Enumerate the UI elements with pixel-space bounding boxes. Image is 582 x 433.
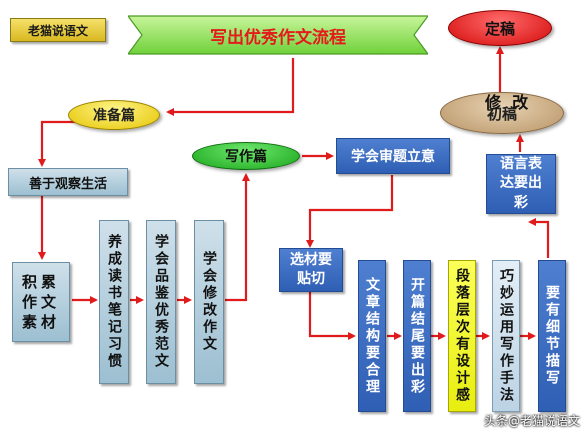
banner-title-text: 写出优秀作文流程 [210, 27, 346, 48]
final-oval: 定稿 [448, 10, 552, 46]
reading-box: 养成读书笔记习惯 [99, 220, 129, 384]
topic-box: 学会审题立意 [336, 138, 450, 174]
language-box: 语言表达要出彩 [486, 154, 556, 214]
arrow-topic-to-material [306, 175, 394, 248]
layers-box: 段落层次有设计感 [448, 260, 476, 412]
title-banner [128, 15, 428, 55]
technique-box: 巧妙运用写作手法 [492, 260, 520, 412]
revise-box-label: 学会修改作文 [201, 251, 217, 353]
draft-oval-label: 初稿 [486, 104, 517, 123]
appreciate-box: 学会品鉴优秀范文 [146, 220, 176, 384]
arrow-revise-to-writing [225, 173, 250, 302]
revise-label: 修 改 [466, 70, 536, 112]
arrow-detail-to-language [528, 218, 550, 258]
final-oval-label: 定稿 [484, 19, 515, 38]
material-box: 选材要贴切 [279, 248, 343, 292]
observe-box: 善于观察生活 [8, 168, 128, 196]
arrow-material-to-structure [308, 292, 356, 340]
banner-title: 写出优秀作文流程 [128, 16, 428, 54]
structure-box: 文章结构要合理 [358, 260, 386, 412]
badge-text: 老猫说语文 [27, 23, 88, 38]
writing-oval-label: 写作篇 [225, 149, 267, 165]
author-badge: 老猫说语文 [10, 18, 106, 42]
arrow-prep-to-observe [38, 120, 82, 167]
revise-box: 学会修改作文 [194, 220, 224, 384]
reading-box-label: 养成读书笔记习惯 [106, 234, 122, 370]
prep-oval: 准备篇 [68, 100, 160, 130]
prep-oval-label: 准备篇 [93, 108, 135, 124]
detail-box: 要有细节描写 [538, 260, 566, 412]
material-box-label: 选材要贴切 [290, 252, 332, 287]
revise-label-text: 修 改 [484, 93, 529, 112]
opening-box: 开篇结尾要出彩 [403, 260, 431, 412]
arrow-banner-to-prep [166, 58, 295, 116]
language-box-label: 语言表达要出彩 [500, 155, 542, 211]
topic-box-label: 学会审题立意 [351, 149, 435, 165]
watermark-text: 头条@老猫说语文 [483, 414, 580, 428]
draft-oval: 初稿 [440, 92, 564, 134]
accumulate-box-label: 积累作文素材 [21, 272, 60, 332]
writing-oval: 写作篇 [192, 142, 300, 170]
opening-box-label: 开篇结尾要出彩 [409, 276, 425, 396]
watermark: 头条@老猫说语文 [452, 412, 580, 432]
detail-box-label: 要有细节描写 [544, 285, 560, 387]
appreciate-box-label: 学会品鉴优秀范文 [153, 234, 169, 370]
structure-box-label: 文章结构要合理 [364, 276, 380, 396]
layers-box-label: 段落层次有设计感 [454, 268, 470, 404]
technique-box-label: 巧妙运用写作手法 [498, 268, 514, 404]
accumulate-box: 积累作文素材 [12, 262, 70, 342]
observe-box-label: 善于观察生活 [28, 176, 107, 192]
